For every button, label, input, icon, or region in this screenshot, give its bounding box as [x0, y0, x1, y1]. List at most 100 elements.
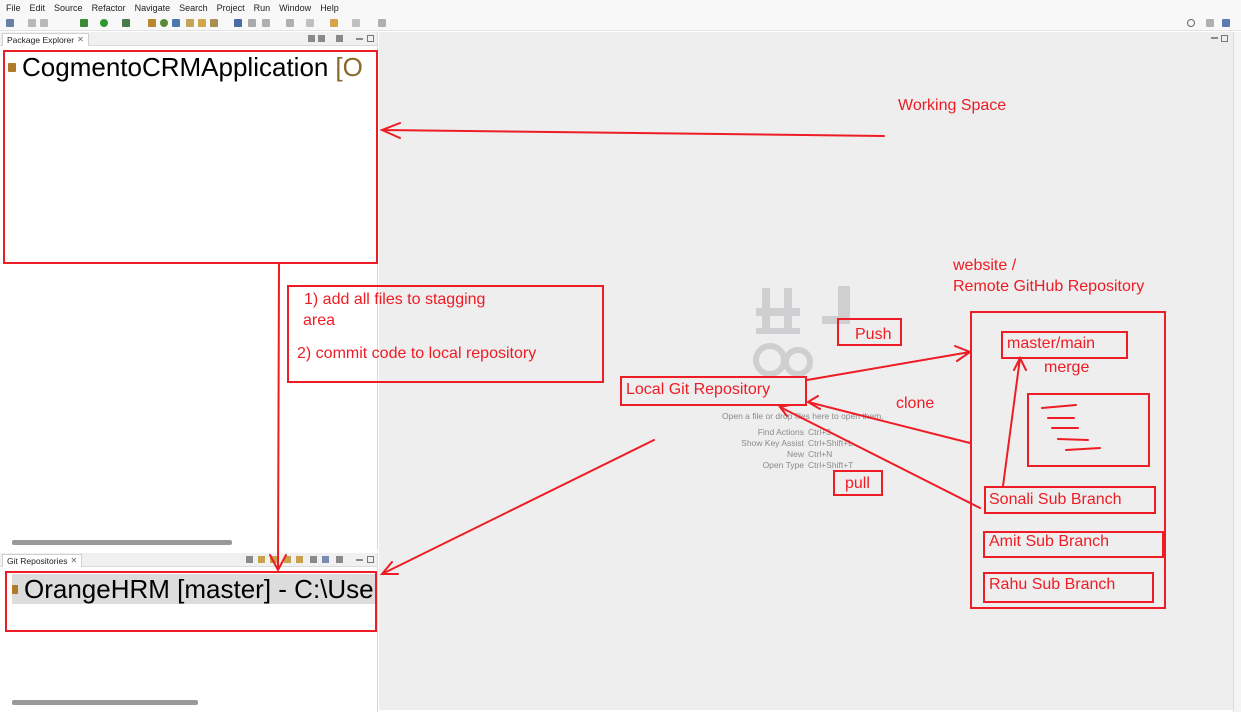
commit-down-arrow	[269, 263, 287, 573]
toggle-mark-icon[interactable]	[248, 19, 256, 27]
merge-arrow	[1002, 355, 1027, 487]
link-with-editor-icon[interactable]	[318, 35, 325, 42]
code-line-4	[1057, 438, 1089, 441]
menu-project[interactable]: Project	[216, 3, 245, 13]
new-key: Ctrl+N	[808, 449, 833, 459]
tab-git-repositories[interactable]: Git Repositories ✕	[2, 554, 83, 567]
clone-label: clone	[896, 395, 935, 412]
open-type-icon[interactable]	[186, 19, 194, 27]
pull-arrow	[778, 404, 981, 509]
right-trim-bar	[1233, 32, 1241, 712]
view-menu-icon[interactable]	[336, 35, 343, 42]
menu-run[interactable]: Run	[253, 3, 271, 13]
back-icon[interactable]	[330, 19, 338, 27]
working-space-label: Working Space	[898, 97, 1007, 114]
new-class-icon[interactable]	[172, 19, 180, 27]
editor-minimize-icon[interactable]	[1211, 37, 1218, 39]
local-git-repo-label: Local Git Repository	[626, 381, 771, 398]
save-icon[interactable]	[28, 19, 36, 27]
new-package-icon[interactable]	[160, 19, 168, 27]
run-icon[interactable]	[100, 19, 108, 27]
amit-branch-label: Amit Sub Branch	[989, 533, 1110, 550]
refresh-icon[interactable]	[296, 556, 303, 563]
close-icon[interactable]: ✕	[70, 556, 78, 565]
external-tools-icon[interactable]	[122, 19, 130, 27]
master-main-box	[1001, 331, 1128, 359]
eclipse-watermark-icon	[753, 286, 850, 377]
search-toolbar-icon[interactable]	[210, 19, 218, 27]
working-space-highlight	[3, 50, 378, 264]
open-file-hint: Open a file or drop files here to open t…	[722, 411, 884, 421]
close-icon[interactable]: ✕	[77, 35, 84, 44]
java-perspective-icon[interactable]	[1222, 19, 1230, 27]
code-line-1	[1041, 404, 1077, 409]
open-perspective-icon[interactable]	[1206, 19, 1214, 27]
create-repository-icon[interactable]	[284, 556, 291, 563]
code-line-5	[1065, 447, 1101, 451]
merge-label: merge	[1044, 359, 1090, 376]
menu-help[interactable]: Help	[320, 3, 339, 13]
menu-edit[interactable]: Edit	[29, 3, 46, 13]
minimize-icon[interactable]	[356, 38, 363, 40]
project-decoration: [O	[335, 52, 363, 82]
remote-repo-box	[970, 311, 1166, 609]
step2-label: 2) commit code to local repository	[297, 345, 537, 362]
package-explorer-tab-row: Package Explorer ✕	[0, 32, 377, 46]
repository-label: OrangeHRM [master] - C:\Use	[24, 574, 374, 604]
git-repositories-tab-row: Git Repositories ✕	[0, 553, 377, 567]
new-java-project-icon[interactable]	[148, 19, 156, 27]
pull-label: pull	[845, 475, 870, 492]
local-git-repo-box	[620, 376, 807, 406]
open-resource-icon[interactable]	[198, 19, 206, 27]
filter-icon[interactable]	[322, 556, 329, 563]
step1-line1: 1) add all files to stagging	[304, 291, 486, 308]
git-repositories-tab-label: Git Repositories	[7, 556, 68, 566]
new-icon[interactable]	[6, 19, 14, 27]
prev-annotation-icon[interactable]	[286, 19, 294, 27]
menu-source[interactable]: Source	[54, 3, 83, 13]
pin-editor-icon[interactable]	[378, 19, 386, 27]
collapse-all-icon[interactable]	[308, 35, 315, 42]
open-type-key: Ctrl+Shift+T	[808, 460, 854, 470]
forward-icon[interactable]	[352, 19, 360, 27]
horizontal-scrollbar[interactable]	[12, 700, 198, 705]
link-with-selection-icon[interactable]	[310, 556, 317, 563]
project-tree-item[interactable]: CogmentoCRMApplication [O	[8, 53, 363, 81]
repository-tree-item[interactable]: OrangeHRM [master] - C:\Use	[12, 574, 376, 604]
menu-file[interactable]: File	[6, 3, 21, 13]
show-key-assist-key: Ctrl+Shift+L	[808, 438, 853, 448]
code-doc-box	[1027, 393, 1150, 467]
rahu-branch-box	[983, 572, 1154, 603]
sonali-branch-box	[984, 486, 1156, 514]
menu-bar: File Edit Source Refactor Navigate Searc…	[0, 0, 1241, 16]
clone-arrow	[806, 395, 971, 444]
remote-repo-label: Remote GitHub Repository	[953, 278, 1145, 295]
maximize-icon[interactable]	[367, 556, 374, 563]
pull-box	[833, 470, 883, 496]
add-repository-icon[interactable]	[258, 556, 265, 563]
search-icon[interactable]	[1187, 19, 1195, 27]
package-explorer-tab-label: Package Explorer	[7, 35, 75, 45]
menu-window[interactable]: Window	[279, 3, 312, 13]
editor-maximize-icon[interactable]	[1221, 35, 1228, 42]
maximize-icon[interactable]	[367, 35, 374, 42]
view-menu-icon[interactable]	[336, 556, 343, 563]
new-label: New	[786, 449, 804, 459]
minimize-icon[interactable]	[356, 559, 363, 561]
horizontal-scrollbar[interactable]	[12, 540, 232, 545]
task-icon[interactable]	[234, 19, 242, 27]
debug-icon[interactable]	[80, 19, 88, 27]
collapse-all-icon[interactable]	[246, 556, 253, 563]
open-type-label: Open Type	[762, 460, 804, 470]
commit-to-repo-arrow	[379, 439, 655, 575]
next-annotation-icon[interactable]	[262, 19, 270, 27]
menu-navigate[interactable]: Navigate	[134, 3, 171, 13]
tab-package-explorer[interactable]: Package Explorer ✕	[2, 33, 89, 46]
menu-refactor[interactable]: Refactor	[91, 3, 126, 13]
last-edit-icon[interactable]	[306, 19, 314, 27]
save-all-icon[interactable]	[40, 19, 48, 27]
push-label: Push	[855, 326, 892, 343]
menu-search[interactable]: Search	[179, 3, 208, 13]
rahu-branch-label: Rahu Sub Branch	[989, 576, 1116, 593]
java-project-icon	[8, 62, 16, 72]
